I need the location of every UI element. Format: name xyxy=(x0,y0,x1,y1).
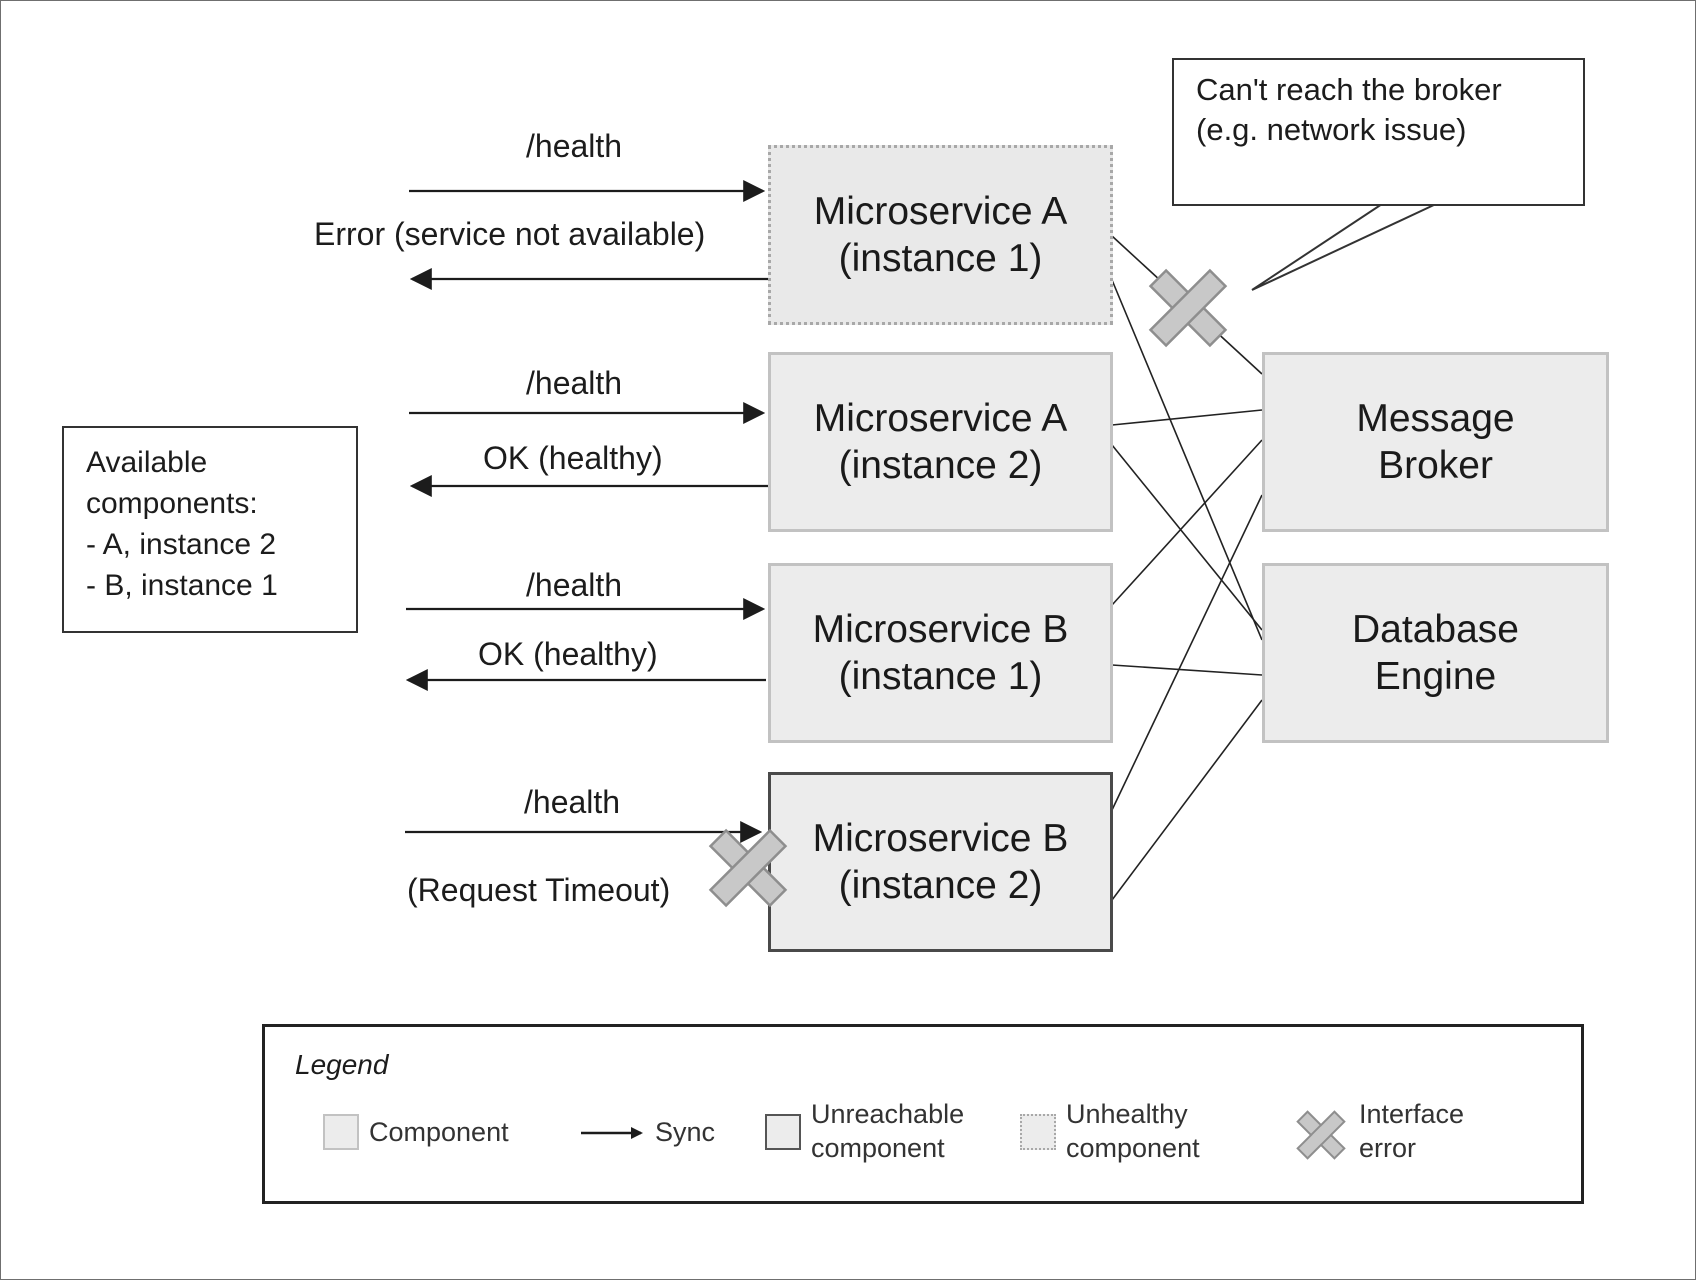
component-swatch xyxy=(323,1114,359,1150)
response-label-b1: OK (healthy) xyxy=(478,636,658,672)
note-line: - A, instance 2 xyxy=(86,528,277,561)
legend: Legend Component Sync Unreachable compon… xyxy=(262,1024,1584,1204)
x-error-icon xyxy=(708,828,788,908)
microservice-b-instance-1: Microservice B (instance 1) xyxy=(768,563,1113,743)
box-label: Database xyxy=(1352,608,1519,651)
service-links xyxy=(1111,235,1263,901)
response-label-a2: OK (healthy) xyxy=(483,440,663,476)
legend-line: Unreachable xyxy=(811,1099,965,1129)
request-label-b2: /health xyxy=(524,784,621,820)
request-label-b1: /health xyxy=(526,567,623,603)
legend-unhealthy-label: Unhealthy component xyxy=(1066,1097,1200,1165)
legend-line: component xyxy=(1066,1133,1200,1163)
note-line: components: xyxy=(86,487,258,520)
legend-unreachable-label: Unreachable component xyxy=(811,1097,964,1165)
microservice-b-instance-2: Microservice B (instance 2) xyxy=(768,772,1113,952)
microservice-a-instance-2: Microservice A (instance 2) xyxy=(768,352,1113,532)
box-label: Microservice A xyxy=(813,190,1068,233)
legend-line: Unhealthy xyxy=(1066,1099,1188,1129)
request-label-a1: /health xyxy=(526,128,623,164)
legend-line: component xyxy=(811,1133,945,1163)
available-components-note: Available components: - A, instance 2 - … xyxy=(62,426,358,633)
unreachable-swatch xyxy=(765,1114,801,1150)
microservice-a-instance-1: Microservice A (instance 1) xyxy=(768,145,1113,325)
box-sublabel: Broker xyxy=(1378,444,1493,487)
box-sublabel: (instance 2) xyxy=(838,864,1043,907)
box-sublabel: (instance 1) xyxy=(838,655,1043,698)
callout-line: (e.g. network issue) xyxy=(1196,112,1467,147)
legend-title: Legend xyxy=(295,1049,389,1080)
response-label-b2: (Request Timeout) xyxy=(407,872,671,908)
box-label: Message xyxy=(1356,397,1515,440)
box-label: Microservice B xyxy=(812,817,1069,860)
response-label-a1: Error (service not available) xyxy=(314,216,706,252)
legend-component-label: Component xyxy=(369,1117,509,1147)
database-engine: Database Engine xyxy=(1262,563,1609,743)
box-label: Microservice B xyxy=(812,608,1069,651)
x-error-icon xyxy=(1148,268,1228,348)
box-sublabel: Engine xyxy=(1374,655,1497,698)
note-line: - B, instance 1 xyxy=(86,569,278,602)
arrow-icon xyxy=(581,1127,643,1139)
x-error-icon xyxy=(1296,1110,1346,1160)
note-line: Available xyxy=(86,446,208,479)
unhealthy-swatch xyxy=(1020,1114,1056,1150)
box-sublabel: (instance 1) xyxy=(838,237,1043,280)
legend-line: error xyxy=(1359,1133,1417,1163)
request-label-a2: /health xyxy=(526,365,623,401)
box-label: Microservice A xyxy=(813,397,1068,440)
message-broker: Message Broker xyxy=(1262,352,1609,532)
legend-line: Interface xyxy=(1359,1099,1465,1129)
broker-error-callout: Can't reach the broker (e.g. network iss… xyxy=(1172,58,1585,206)
legend-sync-label: Sync xyxy=(655,1117,716,1147)
callout-tail xyxy=(1251,203,1437,291)
callout-line: Can't reach the broker xyxy=(1196,72,1502,107)
box-sublabel: (instance 2) xyxy=(838,444,1043,487)
legend-error-label: Interface error xyxy=(1359,1097,1464,1165)
